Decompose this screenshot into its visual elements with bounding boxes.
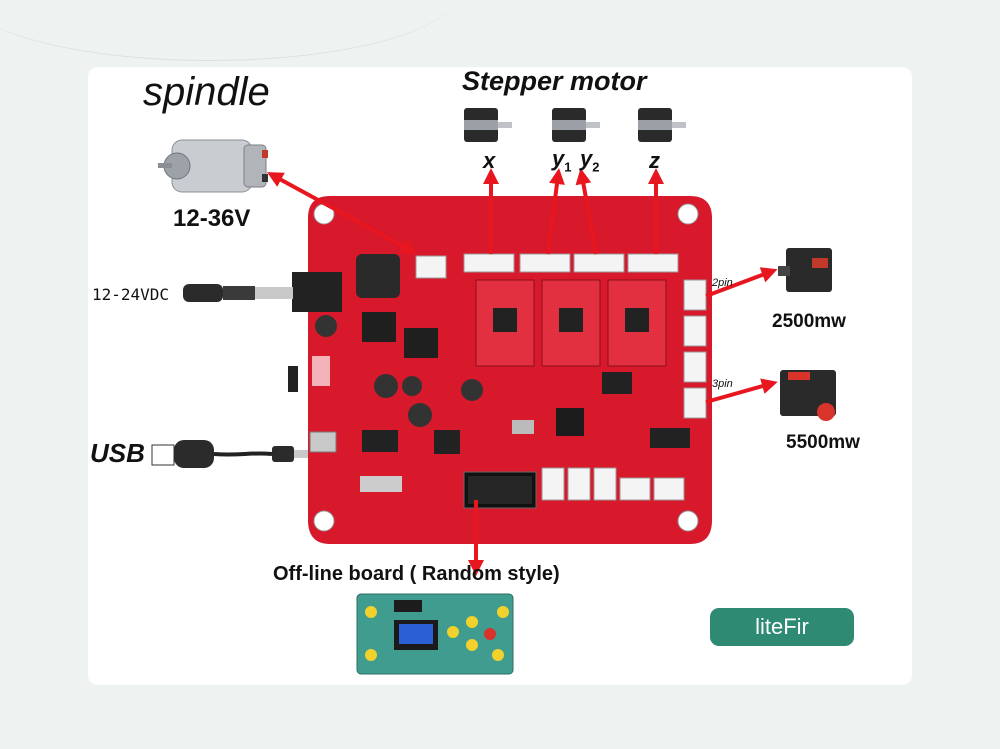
spindle-motor-image (158, 139, 268, 193)
arrow-laser-2pin (705, 267, 778, 298)
stepper-motor-x-image (464, 108, 512, 142)
offline-board-image (356, 593, 514, 675)
arrow-y2 (575, 168, 598, 255)
laser-5500mw-image (780, 370, 836, 421)
laser-5500mw-label: 5500mw (786, 432, 860, 453)
stepper-motor-z-image (638, 108, 686, 142)
laser-2500mw-label: 2500mw (772, 311, 846, 332)
arrow-spindle (266, 172, 418, 254)
offline-board-label: Off-line board ( Random style) (273, 563, 560, 585)
arrow-y1 (546, 168, 565, 255)
axis-label-y1: y1 (552, 146, 572, 175)
stepper-motor-title: Stepper motor (462, 66, 647, 96)
usb-cable-image (151, 440, 308, 468)
arrow-laser-3pin (705, 378, 778, 404)
usb-label: USB (90, 438, 145, 468)
laser-2500mw-image (778, 248, 832, 292)
pin-label-3pin: 3pin (712, 378, 733, 390)
axis-label-x: x (483, 148, 496, 173)
power-input-label: 12-24VDC (92, 285, 170, 304)
brand-badge: liteFir (710, 608, 854, 646)
spindle-voltage-label: 12-36V (173, 205, 251, 232)
axis-label-z: z (649, 148, 660, 173)
spindle-title: spindle (143, 70, 270, 114)
pin-label-2pin: 2pin (712, 277, 733, 289)
connection-arrows (266, 168, 778, 576)
background-arc (0, 0, 460, 61)
dc-power-plug-image (183, 284, 293, 302)
axis-label-y2: y2 (580, 146, 600, 175)
stepper-motor-y1-image (552, 108, 600, 142)
controller-pcb (288, 196, 712, 544)
